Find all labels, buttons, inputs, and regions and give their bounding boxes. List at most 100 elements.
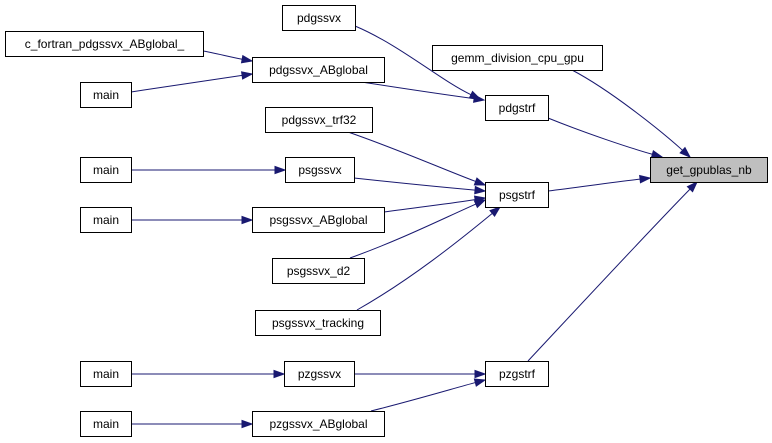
node-pzgssvx-ABglobal[interactable]: pzgssvx_ABglobal: [252, 411, 385, 437]
node-pdgssvx-ABglobal[interactable]: pdgssvx_ABglobal: [252, 57, 385, 83]
node-box: [284, 361, 355, 387]
arrowhead-icon: [274, 165, 287, 175]
arrowhead-icon: [473, 199, 487, 209]
node-label: main: [93, 417, 119, 431]
edge-line: [349, 203, 477, 259]
node-box: [252, 57, 385, 83]
node-label: gemm_division_cpu_gpu: [451, 51, 584, 65]
arrowhead-icon: [686, 180, 699, 193]
node-label: pdgssvx_ABglobal: [269, 63, 368, 77]
node-box: [255, 310, 381, 336]
node-box: [80, 207, 132, 233]
node-box: [5, 31, 204, 57]
node-box: [282, 5, 356, 31]
edge-psgssvx-to-psgstrf: [353, 177, 487, 195]
arrowhead-icon: [241, 215, 254, 225]
edge-main_1-to-pdgssvx_ABglobal: [130, 71, 254, 93]
edge-psgssvx_d2-to-psgstrf: [349, 199, 487, 259]
node-main-3[interactable]: main: [80, 207, 132, 233]
node-box: [80, 82, 132, 108]
node-c-fortran-pdgssvx-ABglobal-[interactable]: c_fortran_pdgssvx_ABglobal_: [5, 31, 204, 57]
node-main-1[interactable]: main: [80, 82, 132, 108]
arrowhead-icon: [639, 174, 652, 184]
edge-pzgssvx_ABglobal-to-pzgstrf: [370, 378, 487, 412]
node-box: [272, 258, 365, 284]
edge-line: [356, 212, 493, 311]
node-label: pzgstrf: [499, 367, 536, 381]
edge-line: [353, 177, 476, 191]
node-label: psgssvx_tracking: [272, 316, 364, 330]
edge-line: [202, 50, 243, 60]
node-box: [432, 45, 603, 71]
node-label: main: [93, 88, 119, 102]
node-main-4[interactable]: main: [80, 361, 132, 387]
node-box: [80, 361, 132, 387]
node-psgssvx[interactable]: psgssvx: [285, 157, 355, 183]
edge-line: [571, 69, 683, 151]
edge-pzgstrf-to-get_gpublas_nb: [527, 180, 699, 362]
edge-line: [354, 25, 472, 96]
edge-psgstrf-to-get_gpublas_nb: [547, 174, 652, 192]
edge-pzgssvx-to-pzgstrf: [353, 369, 487, 379]
edges-layer: [130, 25, 699, 429]
node-psgstrf[interactable]: psgstrf: [485, 182, 549, 208]
node-box: [265, 107, 373, 133]
edge-line: [347, 131, 476, 182]
node-gemm-division-cpu-gpu[interactable]: gemm_division_cpu_gpu: [432, 45, 603, 71]
node-box: [252, 411, 385, 437]
arrowhead-icon: [473, 94, 486, 103]
node-psgssvx-tracking[interactable]: psgssvx_tracking: [255, 310, 381, 336]
node-pzgssvx[interactable]: pzgssvx: [284, 361, 355, 387]
node-box: [485, 95, 549, 121]
node-pdgssvx-trf32[interactable]: pdgssvx_trf32: [265, 107, 373, 133]
node-label: main: [93, 213, 119, 227]
arrowhead-icon: [273, 369, 286, 379]
node-get-gpublas-nb[interactable]: get_gpublas_nb: [650, 157, 768, 183]
edge-psgssvx_tracking-to-psgstrf: [356, 206, 502, 311]
edge-line: [383, 199, 476, 213]
edge-gemm_division_cpu_gpu-to-get_gpublas_nb: [571, 69, 692, 158]
node-label: pzgssvx: [298, 367, 341, 381]
arrowhead-icon: [473, 378, 487, 387]
nodes-layer: get_gpublas_nb pdgstrf psgstrf pzgstrf gemm_…: [5, 5, 768, 437]
arrowhead-icon: [474, 185, 487, 195]
edge-c_fortran_pdgssvx_ABglobal_-to-pdgssvx_ABglobal: [202, 50, 254, 64]
node-pdgstrf[interactable]: pdgstrf: [485, 95, 549, 121]
node-pdgssvx[interactable]: pdgssvx: [282, 5, 356, 31]
node-pzgstrf[interactable]: pzgstrf: [485, 361, 549, 387]
arrowhead-icon: [679, 146, 692, 158]
edge-line: [354, 80, 475, 100]
edge-line: [370, 382, 476, 412]
edge-line: [527, 188, 691, 362]
edge-pdgssvx_trf32-to-psgstrf: [347, 131, 487, 186]
node-box: [80, 157, 132, 183]
arrowhead-icon: [240, 71, 254, 80]
edge-main_4-to-pzgssvx: [130, 369, 286, 379]
node-label: pdgssvx_trf32: [282, 113, 357, 127]
edge-line: [130, 74, 243, 93]
node-box: [485, 182, 549, 208]
node-main-2[interactable]: main: [80, 157, 132, 183]
node-label: get_gpublas_nb: [666, 163, 752, 177]
arrowhead-icon: [240, 54, 254, 64]
node-label: main: [93, 367, 119, 381]
node-label: psgssvx_ABglobal: [269, 213, 367, 227]
arrowhead-icon: [489, 206, 502, 218]
node-psgssvx-d2[interactable]: psgssvx_d2: [272, 258, 365, 284]
node-label: pzgssvx_ABglobal: [269, 417, 367, 431]
node-label: psgssvx_d2: [287, 264, 351, 278]
edge-main_3-to-psgssvx_ABglobal: [131, 215, 254, 225]
node-psgssvx-ABglobal[interactable]: psgssvx_ABglobal: [252, 207, 385, 233]
node-box: [285, 157, 355, 183]
arrowhead-icon: [650, 150, 664, 159]
arrowhead-icon: [473, 177, 487, 186]
node-label: pdgstrf: [499, 101, 536, 115]
node-label: psgssvx: [298, 163, 341, 177]
edge-pdgstrf-to-get_gpublas_nb: [547, 117, 664, 159]
node-label: pdgssvx: [297, 11, 341, 25]
node-box: [650, 157, 768, 183]
node-label: c_fortran_pdgssvx_ABglobal_: [25, 37, 185, 51]
edge-psgssvx_ABglobal-to-psgstrf: [383, 195, 487, 213]
node-main-5[interactable]: main: [80, 411, 132, 437]
